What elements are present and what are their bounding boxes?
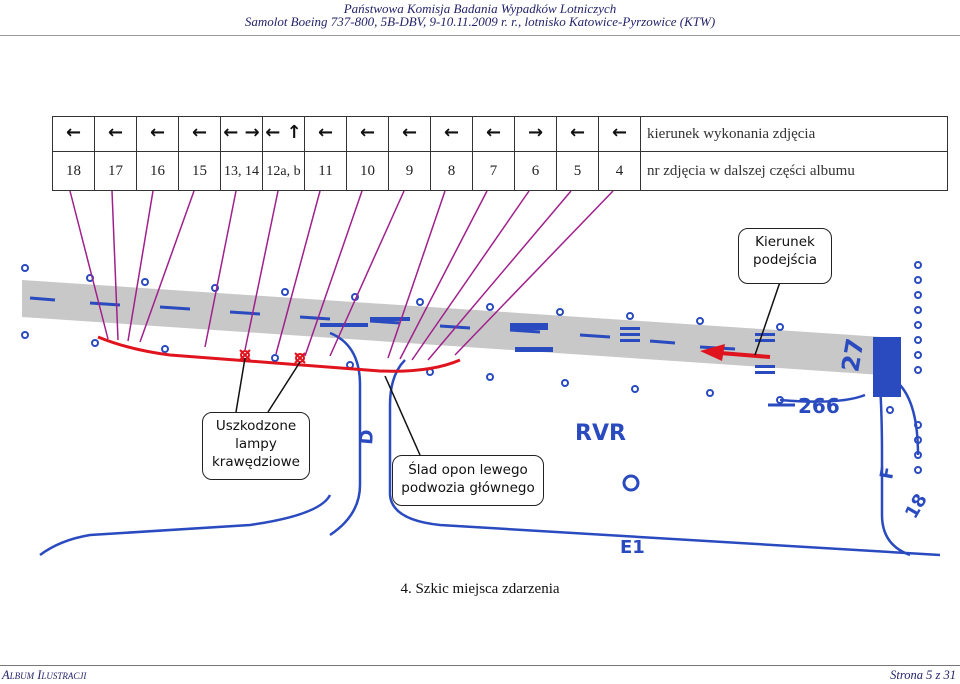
direction-cell: ← ↑ bbox=[262, 116, 305, 152]
header-event: Samolot Boeing 737-800, 5B-DBV, 9-10.11.… bbox=[244, 14, 716, 29]
airport-sketch-map: 27 D F 18 E1 RVR 266 bbox=[21, 261, 940, 558]
damaged-lamps bbox=[239, 349, 306, 364]
direction-cell: ← → bbox=[220, 116, 263, 152]
arrow-icon: ← bbox=[569, 121, 586, 143]
direction-cell: ← bbox=[346, 116, 389, 152]
arrow-icon: ← bbox=[443, 121, 460, 143]
tire-track-line bbox=[97, 335, 461, 373]
footer-album: Album Ilustracji bbox=[2, 668, 87, 682]
taxiway-e1-label: E1 bbox=[620, 537, 645, 558]
row2-label: nr zdjęcia w dalszej części albumu bbox=[640, 151, 948, 191]
approach-direction-callout: Kierunek podejścia bbox=[738, 228, 832, 284]
arrow-icon: ← bbox=[149, 121, 166, 143]
direction-cell: ← bbox=[304, 116, 347, 152]
distance-marker: 266 bbox=[798, 394, 840, 418]
arrow-icon: → bbox=[527, 121, 544, 143]
rvr-label: RVR bbox=[575, 421, 626, 446]
photo-direction-table: ← ← ← ← ← → ← ↑ ← ← ← ← ← → ← ← kierunek… bbox=[52, 116, 948, 191]
callout-text: lampy bbox=[235, 436, 277, 452]
callout-text: podwozia głównego bbox=[401, 480, 535, 496]
direction-cell: ← bbox=[388, 116, 431, 152]
callout-text: podejścia bbox=[753, 252, 817, 268]
callout-text: Uszkodzone bbox=[215, 418, 297, 434]
arrow-icon: ← bbox=[65, 121, 82, 143]
arrow-icon: ← bbox=[107, 121, 124, 143]
approach-arrow-head-icon bbox=[700, 344, 725, 361]
photo-number: 8 bbox=[430, 151, 473, 191]
taxiway-f-label: F bbox=[876, 465, 899, 481]
runway-designator: 27 bbox=[836, 336, 869, 374]
photo-number: 18 bbox=[52, 151, 95, 191]
photo-number: 16 bbox=[136, 151, 179, 191]
arrow-icon: ← ↑ bbox=[265, 121, 302, 143]
footer-divider bbox=[0, 665, 960, 666]
footer-page: Strona 5 z 31 bbox=[890, 668, 956, 682]
direction-cell: ← bbox=[556, 116, 599, 152]
arrow-icon: ← bbox=[359, 121, 376, 143]
photo-number: 6 bbox=[514, 151, 557, 191]
direction-cell: ← bbox=[430, 116, 473, 152]
arrow-icon: ← bbox=[485, 121, 502, 143]
photo-number: 17 bbox=[94, 151, 137, 191]
arrow-icon: ← bbox=[317, 121, 334, 143]
runway-centerline bbox=[29, 296, 736, 351]
arrow-icon: ← bbox=[611, 121, 628, 143]
edge-lights bbox=[21, 264, 894, 414]
photo-number: 10 bbox=[346, 151, 389, 191]
arrow-icon: ← bbox=[191, 121, 208, 143]
direction-cell: ← bbox=[178, 116, 221, 152]
callout-text: krawędziowe bbox=[211, 454, 300, 470]
number-row: 18 17 16 15 13, 14 12a, b 11 10 9 8 7 6 … bbox=[52, 151, 948, 191]
direction-row: ← ← ← ← ← → ← ↑ ← ← ← ← ← → ← ← kierunek… bbox=[52, 116, 948, 152]
rvr-station-icon bbox=[622, 474, 640, 492]
callout-text: Ślad opon lewego bbox=[408, 462, 528, 478]
callout-text: Kierunek bbox=[755, 234, 815, 250]
taxiway-d-label: D bbox=[356, 429, 378, 446]
header-divider bbox=[0, 35, 960, 36]
photo-number: 13, 14 bbox=[220, 151, 263, 191]
arrow-icon: ← → bbox=[223, 121, 260, 143]
approach-direction-arrow bbox=[719, 351, 771, 359]
photo-number: 4 bbox=[598, 151, 641, 191]
tire-track-callout: Ślad opon lewego podwozia głównego bbox=[392, 455, 544, 506]
photo-number: 12a, b bbox=[262, 151, 305, 191]
header-commission: Państwowa Komisja Badania Wypadków Lotni… bbox=[343, 1, 617, 16]
damaged-lamps-callout: Uszkodzone lampy krawędziowe bbox=[202, 412, 310, 480]
figure-caption: 4. Szkic miejsca zdarzenia bbox=[400, 581, 560, 597]
direction-cell: ← bbox=[598, 116, 641, 152]
arrow-icon: ← bbox=[401, 121, 418, 143]
photo-number: 11 bbox=[304, 151, 347, 191]
runway-markings bbox=[320, 317, 901, 397]
row1-label: kierunek wykonania zdjęcia bbox=[640, 116, 948, 152]
